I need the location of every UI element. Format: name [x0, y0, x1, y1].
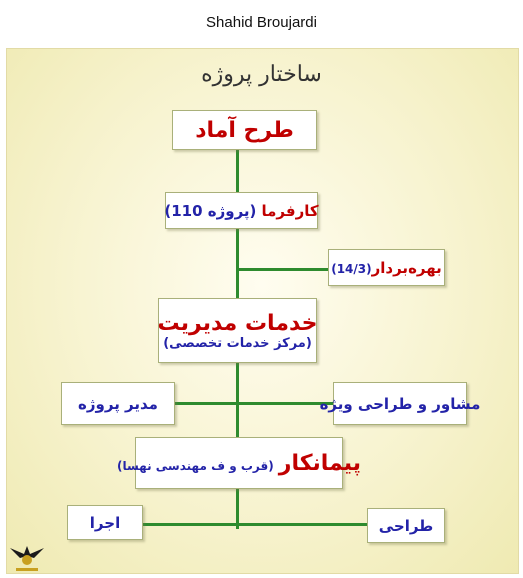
operator-box: بهره‌بردار(14/3): [328, 249, 445, 286]
operator-label: بهره‌بردار: [371, 259, 442, 277]
design-box: طراحی: [367, 508, 445, 543]
employer-detail: (پروژه 110): [164, 202, 257, 220]
author-title: Shahid Broujardi: [206, 14, 317, 31]
consultant-box: مشاور و طراحی ویژه: [320, 382, 480, 425]
management-detail: (مرکز خدمات تخصصی): [163, 335, 312, 351]
design-label: طراحی: [378, 516, 434, 535]
execution-box: اجرا: [67, 505, 143, 540]
employer-label: کارفرما: [261, 202, 319, 220]
management-box: خدمات مدیریت (مرکز خدمات تخصصی): [157, 298, 318, 363]
project-manager-box: مدیر پروژه: [61, 382, 175, 425]
connector-bottom: [141, 523, 367, 526]
contractor-box: پیمانکار (قرب و ف مهندسی نهسا): [117, 437, 361, 489]
management-label: خدمات مدیریت: [157, 310, 318, 336]
employer-box: کارفرما (پروژه 110): [164, 192, 319, 229]
contractor-detail: (قرب و ف مهندسی نهسا): [116, 458, 274, 473]
slide-title: ساختار پروژه: [201, 62, 322, 87]
contractor-label: پیمانکار: [278, 450, 362, 476]
plan-label: طرح آماد: [195, 117, 294, 143]
operator-detail: (14/3): [331, 262, 372, 276]
execution-label: اجرا: [89, 513, 121, 532]
plan-box: طرح آماد: [172, 110, 317, 150]
project-manager-label: مدیر پروژه: [78, 394, 158, 413]
eagle-emblem-icon: [8, 538, 46, 574]
connector-operator: [236, 268, 329, 271]
consultant-label: مشاور و طراحی ویژه: [319, 394, 481, 413]
connector-side: [173, 402, 333, 405]
